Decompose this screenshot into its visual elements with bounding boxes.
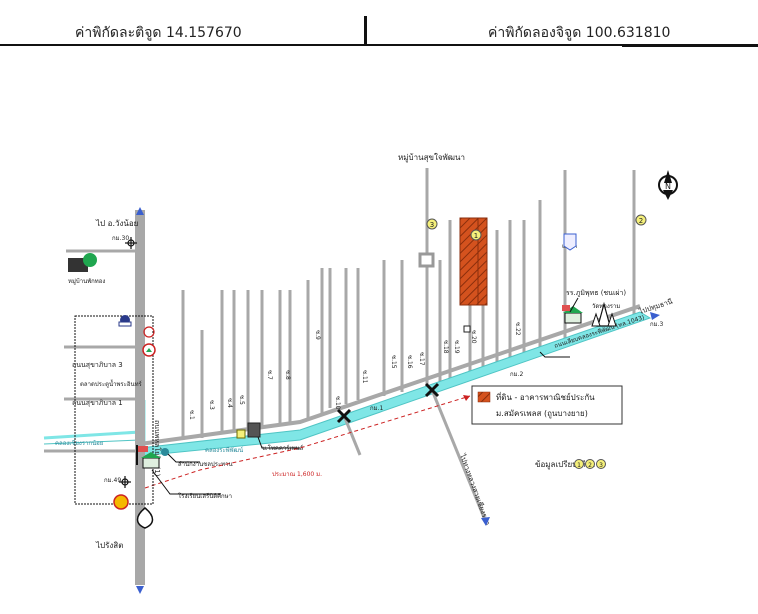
shell-station-icon <box>113 494 129 510</box>
to-pathum-thani-label: ไปปทุมธานี <box>637 297 674 317</box>
km-marker-right: กม.3 <box>650 321 663 328</box>
arrow-south-icon <box>136 586 144 594</box>
legend-line2: ม.สมัครเพลส (ถูนบางยาย) <box>496 409 588 419</box>
canal-left-label: คลองเชียงรากน้อย <box>55 439 103 447</box>
marker-subject: 1 <box>470 229 482 241</box>
soi-labels: ซ.1 ซ.3 ซ.4 ซ.5 ซ.7 ซ.8 ซ.9 ซ.10 ซ.11 ซ.… <box>188 322 521 420</box>
distance-label: ประมาณ 1,600 ม. <box>272 471 322 478</box>
header-underline-accent <box>622 46 758 47</box>
school-left-label: โรงเรียนเสรีนิติศึกษา <box>178 492 232 500</box>
junction-marker <box>463 325 471 333</box>
hospital-icon <box>143 326 155 338</box>
svg-text:1: 1 <box>474 232 478 240</box>
village-left-label: หมู่บ้านพักทอง <box>68 278 105 285</box>
marker-3: 3 <box>426 218 438 230</box>
longitude-label: ค่าพิกัดลองจิจูด 100.631810 <box>488 25 671 41</box>
market-label: ตลาดประตูน้ำพระอินทร์ <box>80 378 143 388</box>
phahonyothin-road <box>135 210 145 585</box>
km-marker-left: กม.30 <box>112 235 129 242</box>
school-left-icon <box>136 445 161 469</box>
header-divider <box>364 16 367 46</box>
river-sign-icon <box>563 233 577 251</box>
svg-text:1: 1 <box>577 462 581 469</box>
govt-office-icon <box>161 448 169 456</box>
callout-lines <box>151 297 579 495</box>
svg-text:ซ.18: ซ.18 <box>442 340 449 354</box>
branch-road <box>343 417 362 456</box>
arrow-southeast-icon <box>481 517 490 526</box>
svg-text:ซ.15: ซ.15 <box>390 355 397 369</box>
svg-text:2: 2 <box>639 217 643 225</box>
comparison-legend: ข้อมูลเปรียบเทียบ 1 2 3 <box>535 459 606 470</box>
junction-box <box>418 252 435 268</box>
km-marker-mid2: กม.2 <box>510 371 523 378</box>
svg-text:ซ.11: ซ.11 <box>361 370 368 384</box>
marker-2: 2 <box>635 214 647 226</box>
shop-icon <box>236 429 246 439</box>
road-sukhaphiban1-label: ถนนสุขาภิบาล 1 <box>72 399 123 407</box>
temple-outline-icon <box>136 507 154 529</box>
svg-text:ซ.7: ซ.7 <box>266 370 273 380</box>
latitude-label: ค่าพิกัดละติจูด 14.157670 <box>75 25 242 41</box>
svg-text:3: 3 <box>430 221 434 229</box>
branch-road-south <box>430 389 487 521</box>
compass-north-icon: N <box>658 170 678 200</box>
header-underline <box>0 44 758 46</box>
svg-text:3: 3 <box>599 462 603 469</box>
police-icon <box>118 315 132 327</box>
svg-text:ข้อมูลเปรียบเทียบ: ข้อมูลเปรียบเทียบ <box>535 460 595 470</box>
village-top-label: หมู่บ้านสุขใจพัฒนา <box>398 153 465 163</box>
no-sign-icon <box>142 343 156 357</box>
svg-text:N: N <box>665 182 671 191</box>
legend: ที่ดิน - อาคารพาณิชย์ประกัน ม.สมัครเพลส … <box>471 385 623 425</box>
school-right-icon <box>562 305 583 324</box>
road-phahonyothin-label: ถนนพหลโยธิน (1) <box>153 420 162 477</box>
temple-icon <box>591 301 617 327</box>
side-roads <box>44 249 140 453</box>
bridge-icon <box>336 382 440 424</box>
canal-main-label: คลองระพีพัฒน์ <box>205 446 243 454</box>
svg-text:ซ.9: ซ.9 <box>314 330 321 340</box>
svg-text:ซ.4: ซ.4 <box>226 398 233 408</box>
govt-office-label: สำนักงานชลประทาน <box>178 461 233 468</box>
to-sam-khok-label: ไปทางหลวงสายเชียงราก <box>458 452 492 527</box>
coordinate-header: ค่าพิกัดละติจูด 14.157670 ค่าพิกัดลองจิจ… <box>0 0 758 47</box>
temple-label: วัดทองราม <box>592 303 620 310</box>
to-wang-noi-label: ไป อ.วังน้อย <box>95 219 138 228</box>
distance-line <box>144 395 471 489</box>
school-right-label: รร.ภูมิพุทธ (ชนเผ่า) <box>566 289 626 297</box>
factory-icon <box>247 422 261 438</box>
svg-text:ซ.8: ซ.8 <box>284 370 291 380</box>
legend-line1: ที่ดิน - อาคารพาณิชย์ประกัน <box>496 391 595 402</box>
svg-text:ซ.1: ซ.1 <box>188 410 195 420</box>
svg-text:ซ.16: ซ.16 <box>406 355 413 369</box>
svg-text:ซ.22: ซ.22 <box>514 322 521 336</box>
svg-text:ซ.19: ซ.19 <box>453 340 460 354</box>
svg-text:2: 2 <box>588 462 592 469</box>
km-marker-mid: กม.1 <box>370 405 383 412</box>
km-marker-left2: กม.49 <box>104 477 121 484</box>
svg-text:ซ.5: ซ.5 <box>238 395 245 405</box>
to-khlong-luang-label: ไปรังสิต <box>95 541 123 550</box>
svg-text:ซ.17: ซ.17 <box>418 352 425 366</box>
crosshair-icon <box>119 237 137 488</box>
arrow-north-icon <box>136 207 144 215</box>
village-icon <box>68 253 97 272</box>
arrow-east-icon <box>650 312 660 320</box>
road-sukhaphiban3-label: ถนนสุขาภิบาล 3 <box>72 361 123 369</box>
svg-text:ซ.10: ซ.10 <box>334 396 341 410</box>
svg-text:ซ.3: ซ.3 <box>208 400 215 410</box>
canal-road <box>139 304 641 446</box>
legend-swatch <box>477 391 491 403</box>
svg-text:ซ.20: ซ.20 <box>470 330 477 344</box>
